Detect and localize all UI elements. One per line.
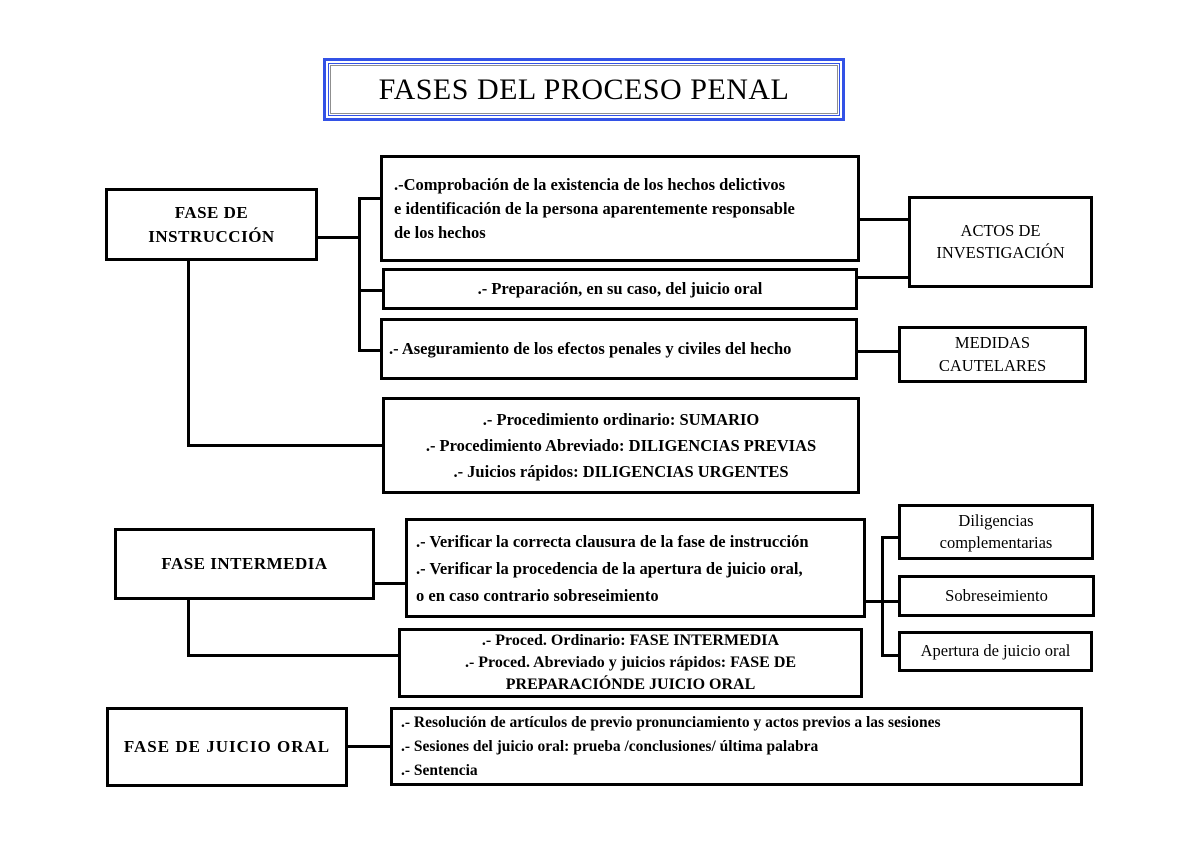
box-apertura-juicio-oral: Apertura de juicio oral xyxy=(898,631,1093,672)
apertura-juicio-oral-label: Apertura de juicio oral xyxy=(920,641,1071,661)
procedimientos-intermedia-text: .- Proced. Ordinario: FASE INTERMEDIA .-… xyxy=(464,632,797,693)
title-frame: FASES DEL PROCESO PENAL xyxy=(323,58,845,121)
connector-comprobacion-to-actos xyxy=(858,218,910,221)
box-medidas-cautelares: MEDIDAS CAUTELARES xyxy=(898,326,1087,383)
procedimientos-instruccion-text: .- Procedimiento ordinario: SUMARIO .- P… xyxy=(425,409,817,481)
box-sobreseimiento: Sobreseimiento xyxy=(898,575,1095,617)
medidas-cautelares-label: MEDIDAS CAUTELARES xyxy=(938,333,1047,375)
aseguramiento-text: .- Aseguramiento de los efectos penales … xyxy=(389,339,792,358)
page-title: FASES DEL PROCESO PENAL xyxy=(378,72,790,106)
fase-juicio-oral-label: FASE DE JUICIO ORAL xyxy=(123,737,331,757)
connector-juicio-oral-to-contenido xyxy=(348,745,390,748)
connector-branch-apertura xyxy=(881,654,898,657)
box-contenido-juicio-oral: .- Resolución de artículos de previo pro… xyxy=(390,707,1083,786)
connector-to-procedimientos-instruccion xyxy=(187,444,384,447)
box-fase-intermedia: FASE INTERMEDIA xyxy=(114,528,375,600)
diligencias-complementarias-label: Diligencias complementarias xyxy=(939,510,1053,552)
fase-intermedia-label: FASE INTERMEDIA xyxy=(161,554,328,574)
connector-branch-diligencias xyxy=(881,536,898,539)
connector-bracket-vertical-instruccion xyxy=(358,197,361,352)
connector-intermedia-to-verificar xyxy=(375,582,405,585)
box-procedimientos-intermedia: .- Proced. Ordinario: FASE INTERMEDIA .-… xyxy=(398,628,863,698)
box-verificar: .- Verificar la correcta clausura de la … xyxy=(405,518,866,618)
connector-preparacion-to-actos xyxy=(856,276,910,279)
box-preparacion: .- Preparación, en su caso, del juicio o… xyxy=(382,268,858,310)
actos-investigacion-label: ACTOS DE INVESTIGACIÓN xyxy=(936,220,1065,262)
box-comprobacion: .-Comprobación de la existencia de los h… xyxy=(380,155,860,262)
fase-instruccion-label: FASE DE INSTRUCCIÓN xyxy=(148,202,275,246)
title-frame-inner: FASES DEL PROCESO PENAL xyxy=(328,63,840,116)
verificar-text: .- Verificar la correcta clausura de la … xyxy=(416,531,809,605)
sobreseimiento-label: Sobreseimiento xyxy=(945,585,1048,605)
comprobacion-text: .-Comprobación de la existencia de los h… xyxy=(394,174,795,242)
contenido-juicio-oral-text: .- Resolución de artículos de previo pro… xyxy=(401,713,941,779)
connector-instruccion-to-bracket xyxy=(318,236,361,239)
box-procedimientos-instruccion: .- Procedimiento ordinario: SUMARIO .- P… xyxy=(382,397,860,494)
connector-aseguramiento-to-medidas xyxy=(856,350,900,353)
box-fase-juicio-oral: FASE DE JUICIO ORAL xyxy=(106,707,348,787)
box-actos-investigacion: ACTOS DE INVESTIGACIÓN xyxy=(908,196,1093,288)
box-diligencias-complementarias: Diligencias complementarias xyxy=(898,504,1094,560)
box-fase-instruccion: FASE DE INSTRUCCIÓN xyxy=(105,188,318,261)
preparacion-text: .- Preparación, en su caso, del juicio o… xyxy=(477,279,763,298)
connector-bracket-vertical-intermedia xyxy=(881,536,884,657)
connector-instruccion-down xyxy=(187,259,190,447)
connector-intermedia-down xyxy=(187,598,190,657)
box-aseguramiento: .- Aseguramiento de los efectos penales … xyxy=(380,318,858,380)
connector-branch-aseguramiento xyxy=(358,349,382,352)
connector-branch-comprobacion xyxy=(358,197,382,200)
connector-branch-preparacion xyxy=(358,289,384,292)
connector-to-procedimientos-intermedia xyxy=(187,654,398,657)
